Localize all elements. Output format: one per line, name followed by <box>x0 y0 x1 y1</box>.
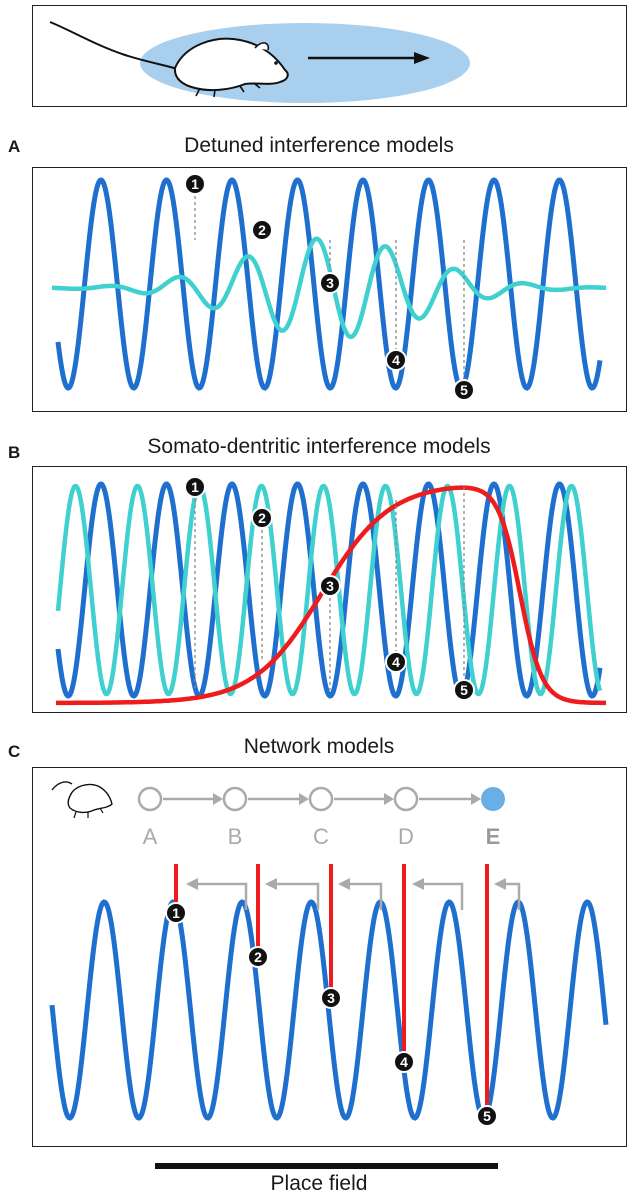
panel-a-marker-4: 4 <box>385 349 407 371</box>
panel-a-marker-1: 1 <box>184 173 206 195</box>
network-node-label-b: B <box>227 824 243 849</box>
panel-b-marker-3: 3 <box>319 575 341 597</box>
panel-b-marker-2: 2 <box>251 507 273 529</box>
network-node-label-a: A <box>142 824 158 849</box>
panel-c-title: Network models <box>243 735 395 758</box>
panel-b-letter: B <box>8 443 21 462</box>
panel-b-marker-1: 1 <box>184 476 206 498</box>
panel-c-marker-5: 5 <box>476 1105 498 1127</box>
panel-b-marker-4: 4 <box>385 651 407 673</box>
panel-c-marker-4: 4 <box>393 1051 415 1073</box>
panel-c-marker-1: 1 <box>165 902 187 924</box>
panel-c-marker-3: 3 <box>320 987 342 1009</box>
panel-a-marker-5: 5 <box>453 379 475 401</box>
panel-c-letter: C <box>8 742 21 761</box>
panel-a-title: Detuned interference models <box>184 134 454 157</box>
panel-b-marker-5: 5 <box>453 679 475 701</box>
panel-a-letter: A <box>8 137 21 156</box>
network-node-label-d: D <box>398 824 414 849</box>
network-node-label-c: C <box>313 824 329 849</box>
place-field-label: Place field <box>270 1172 368 1195</box>
network-node-label-e: E <box>485 824 501 849</box>
panel-b-title: Somato-dentritic interference models <box>147 435 491 458</box>
rat-running-panel <box>32 5 627 107</box>
panel-a-marker-2: 2 <box>251 219 273 241</box>
panel-a-marker-3: 3 <box>319 272 341 294</box>
place-field-bar <box>155 1163 498 1169</box>
panel-c-marker-2: 2 <box>247 946 269 968</box>
